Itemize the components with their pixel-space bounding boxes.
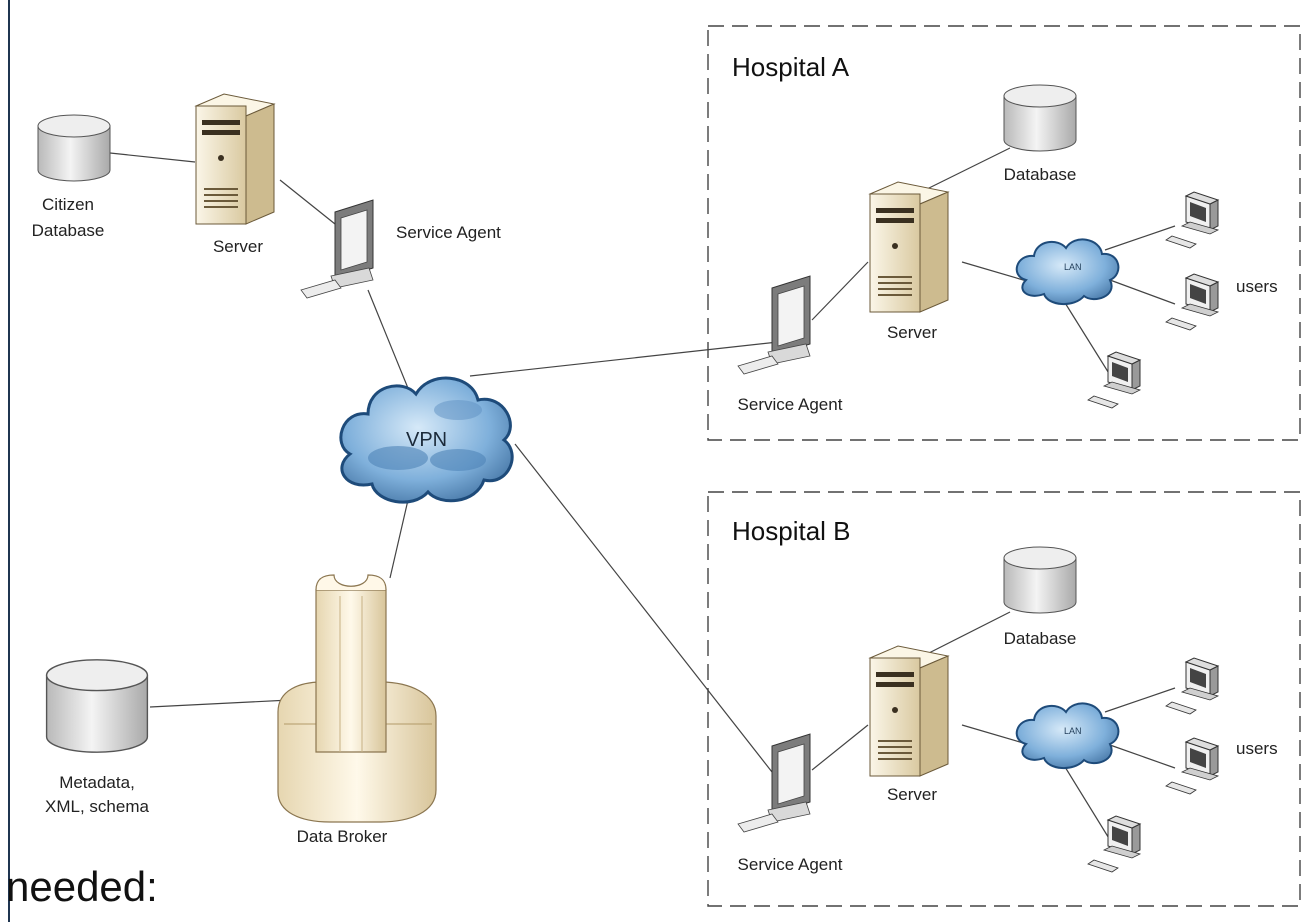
metadata-database-icon [45, 659, 149, 753]
hospital-a-title: Hospital A [732, 52, 850, 82]
hospital-a-lan-label: LAN [1064, 262, 1082, 272]
central-service-agent-icon [300, 199, 374, 299]
metadata-label-line1: Metadata, [59, 773, 135, 792]
citizen-database-label-line1: Citizen [42, 195, 94, 214]
hospital-a-user-pc-icon [1087, 351, 1141, 409]
hospital-a-server-icon [869, 181, 949, 313]
hospital-a-user-pc-icon [1165, 273, 1219, 331]
hospital-b-database-icon [1003, 546, 1077, 614]
central-server-icon [195, 93, 275, 225]
hospital-a-service-agent-icon [737, 275, 811, 375]
citizen-database-label-line2: Database [32, 221, 105, 240]
hospital-a-database-label: Database [1004, 165, 1077, 184]
citizen-database-icon [37, 114, 111, 182]
data-broker-icon [277, 574, 437, 823]
hospital-a-database-icon [1003, 84, 1077, 152]
hospital-a-user-pc-icon [1165, 191, 1219, 249]
frame-border [8, 0, 1306, 922]
vpn-cloud-icon [339, 376, 514, 504]
hospital-b-user-pc-icon [1165, 657, 1219, 715]
hospital-b-user-pc-icon [1165, 737, 1219, 795]
hospital-b-server-icon [869, 645, 949, 777]
central-server-label: Server [213, 237, 263, 256]
hospital-b-service-agent-icon [737, 733, 811, 833]
hospital-a-users-label: users [1236, 277, 1278, 296]
hospital-b-users-label: users [1236, 739, 1278, 758]
hospital-a-box [707, 25, 1301, 441]
hospital-b-service-agent-label: Service Agent [738, 855, 843, 874]
metadata-label-line2: XML, schema [45, 797, 149, 816]
connector-lines [109, 147, 1176, 841]
hospital-a-server-label: Server [887, 323, 937, 342]
hospital-b-box [707, 491, 1301, 907]
hospital-b-database-label: Database [1004, 629, 1077, 648]
hospital-b-title: Hospital B [732, 516, 851, 546]
hospital-a-service-agent-label: Service Agent [738, 395, 843, 414]
hospital-b-lan-label: LAN [1064, 726, 1082, 736]
data-broker-label: Data Broker [297, 827, 388, 846]
hospital-b-server-label: Server [887, 785, 937, 804]
central-service-agent-label: Service Agent [396, 223, 501, 242]
caption-text: needed: [6, 863, 158, 910]
hospital-b-user-pc-icon [1087, 815, 1141, 873]
vpn-label: VPN [406, 429, 447, 451]
